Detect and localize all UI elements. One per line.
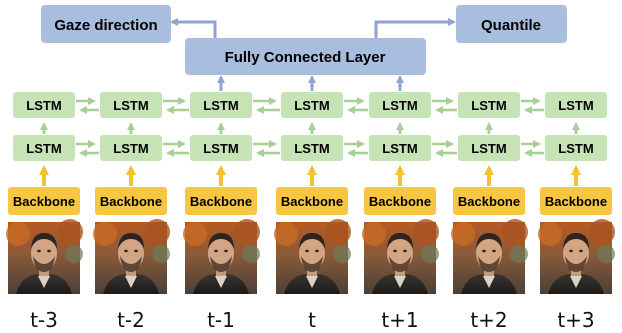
lstm-box [458,92,520,118]
lstm-label: LSTM [203,98,238,113]
gaze-direction-box [41,5,171,43]
lstm-label: LSTM [113,141,148,156]
lstm-box [369,92,431,118]
time-step-column: LSTM LSTM Backbone t+3 [538,92,615,332]
face-frame-image [362,219,439,294]
time-step-column: LSTM LSTM Backbone t-3 [6,92,83,332]
lstm-box [100,92,162,118]
time-step-column: LSTM LSTM Backbone t+1 [362,92,439,332]
backbone-box [453,187,525,215]
lstm-label: LSTM [471,141,506,156]
backbone-label: Backbone [281,194,343,209]
time-step-label: t-3 [30,308,58,332]
time-step-column: LSTM LSTM Backbone t-1 [183,92,260,332]
gaze-direction-label: Gaze direction [54,17,157,34]
backbone-box [276,187,348,215]
lstm-label: LSTM [558,98,593,113]
time-step-label: t+2 [470,308,507,332]
lstm-box [545,135,607,161]
arrows [39,18,581,186]
lstm-label: LSTM [558,141,593,156]
lstm-label: LSTM [294,98,329,113]
backbone-box [185,187,257,215]
lstm-box [369,135,431,161]
quantile-label: Quantile [481,17,541,34]
arrow-to-quantile [374,18,456,38]
lstm-box [190,92,252,118]
lstm-box [13,92,75,118]
quantile-box [456,5,567,43]
backbone-label: Backbone [458,194,520,209]
lstm-box [100,135,162,161]
lstm-label: LSTM [382,141,417,156]
backbone-label: Backbone [369,194,431,209]
lstm-label: LSTM [471,98,506,113]
lstm-label: LSTM [113,98,148,113]
face-frame-image [274,219,351,294]
lstm-box [190,135,252,161]
backbone-box [364,187,436,215]
face-frame-image [93,219,170,294]
time-step-column: LSTM LSTM Backbone t [274,92,351,332]
lstm-box [545,92,607,118]
time-step-label: t+1 [381,308,418,332]
time-step-label: t-1 [207,308,235,332]
time-step-columns: LSTMLSTMBackbonet-3LSTMLSTMBackbonet-2LS… [6,92,615,332]
lstm-box [13,135,75,161]
backbone-label: Backbone [13,194,75,209]
time-step-label: t-2 [117,308,145,332]
time-step-label: t+3 [557,308,594,332]
face-frame-image [538,219,615,294]
backbone-box [540,187,612,215]
backbone-box [95,187,167,215]
backbone-label: Backbone [545,194,607,209]
face-frame-image [183,219,260,294]
lstm-label: LSTM [294,141,329,156]
lstm-label: LSTM [382,98,417,113]
backbone-label: Backbone [100,194,162,209]
lstm-box [281,135,343,161]
fully-connected-layer-label: Fully Connected Layer [225,49,386,66]
lstm-box [281,92,343,118]
face-frame-image [451,219,528,294]
time-step-column: LSTM LSTM Backbone t-2 [93,92,170,332]
lstm-label: LSTM [26,98,61,113]
arrow-to-gaze-direction [170,18,217,38]
time-step-column: LSTM LSTM Backbone t+2 [451,92,528,332]
time-step-label: t [308,308,316,332]
lstm-box [458,135,520,161]
boxes: Gaze direction Quantile Fully Connected … [41,5,567,75]
face-frame-image [6,219,83,294]
fully-connected-layer-box [185,38,426,75]
backbone-label: Backbone [190,194,252,209]
lstm-label: LSTM [26,141,61,156]
backbone-box [8,187,80,215]
lstm-label: LSTM [203,141,238,156]
